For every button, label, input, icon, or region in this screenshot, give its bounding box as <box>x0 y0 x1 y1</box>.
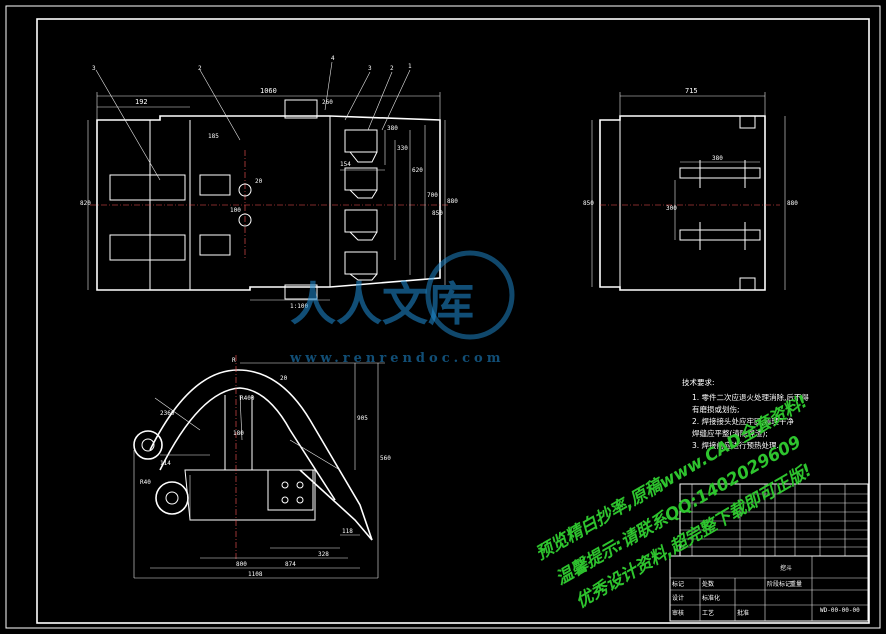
watermark: 人人文库 www.renrendoc.com 预览精白抄率,原稿www.CAD全… <box>289 250 816 612</box>
dim-880: 880 <box>447 198 458 205</box>
watermark-brand: 人人文库 <box>290 277 474 331</box>
promo-note-2: 温馨提示:请联系QQ:1402029609 <box>553 432 805 589</box>
dim-100: 100 <box>230 207 241 214</box>
arm-dim-1108: 1108 <box>248 571 263 578</box>
tech-req-3: 3. 焊接前应进行预热处理. <box>692 440 779 450</box>
tb-label-approve: 批准 <box>737 609 749 617</box>
balloon-4: 4 <box>331 55 335 62</box>
arm-dim-874: 874 <box>285 561 296 568</box>
balloon-3b: 3 <box>368 65 372 72</box>
tb-label-mark: 标记 <box>672 580 684 588</box>
tech-req-1b: 有磨损或划伤; <box>692 404 740 414</box>
dim-20: 20 <box>255 178 263 185</box>
outer-frame <box>5 5 881 629</box>
title-block: 挖斗 WD-00-00-00 标记 处数 设计 标准化 阶段标记 重量 审核 工… <box>669 483 869 622</box>
side-dim-850: 850 <box>583 200 594 207</box>
arm-dim-20: 20 <box>280 375 288 382</box>
title-block-title: 挖斗 <box>780 564 792 572</box>
arm-dim-328: 328 <box>318 551 329 558</box>
tech-req-1: 1. 零件二次应退火处理消除,后不得 <box>692 392 809 402</box>
title-block-drawing-no: WD-00-00-00 <box>820 607 860 614</box>
dim-700: 700 <box>427 192 438 199</box>
drawing-border <box>36 18 870 624</box>
arm-dim-r: R <box>232 357 236 364</box>
tech-req-2: 2. 焊接接头处应牢固,清理干净 <box>692 416 794 426</box>
arm-dim-118: 118 <box>342 528 353 535</box>
dim-1-100: 1:100 <box>290 303 308 310</box>
balloon-3: 3 <box>92 65 96 72</box>
dim-850: 850 <box>432 210 443 217</box>
tb-label-design: 设计 <box>672 594 684 602</box>
balloon-2: 2 <box>198 65 202 72</box>
tb-label-process: 工艺 <box>702 609 714 617</box>
arm-dim-r400: R400 <box>240 395 255 402</box>
side-dim-380: 380 <box>712 155 723 162</box>
dim-185: 185 <box>208 133 219 140</box>
dim-820: 820 <box>80 200 91 207</box>
arm-dim-2360: 2360 <box>160 410 175 417</box>
arm-dim-800: 800 <box>236 561 247 568</box>
side-view: 715 850 880 380 300 <box>583 87 798 291</box>
tb-label-review: 审核 <box>672 609 684 617</box>
tb-label-standard: 标准化 <box>702 594 720 602</box>
watermark-url: www.renrendoc.com <box>289 351 504 366</box>
side-dim-300: 300 <box>666 205 677 212</box>
front-view: 1060 192 260 185 20 154 620 700 880 330 … <box>80 55 458 310</box>
dim-154: 154 <box>340 161 351 168</box>
dim-192: 192 <box>135 98 148 106</box>
technical-requirements: 技术要求: 1. 零件二次应退火处理消除,后不得 有磨损或划伤; 2. 焊接接头… <box>682 377 809 450</box>
arm-dim-180: 180 <box>233 430 244 437</box>
arm-dim-560: 560 <box>380 455 391 462</box>
balloon-2b: 2 <box>390 65 394 72</box>
side-dim-880: 880 <box>787 200 798 207</box>
tb-label-count: 处数 <box>702 580 714 588</box>
dim-260: 260 <box>322 99 333 106</box>
arm-dim-114: 114 <box>160 460 171 467</box>
arm-dim-r40: R40 <box>140 479 151 486</box>
dim-380: 380 <box>387 125 398 132</box>
arm-dim-905: 905 <box>357 415 368 422</box>
promo-note-3: 优秀设计资料,超完整下载即可正版! <box>573 460 816 612</box>
tech-req-2b: 焊缝应平整(清除焊渣); <box>692 428 768 438</box>
tech-req-title: 技术要求: <box>682 377 715 387</box>
arm-view: R 2360 180 20 R40 905 560 114 R400 1108 … <box>133 355 391 579</box>
dim-330: 330 <box>397 145 408 152</box>
side-dim-715: 715 <box>685 87 698 95</box>
dim-620: 620 <box>412 167 423 174</box>
tb-label-weight: 重量 <box>790 580 802 588</box>
tb-label-stage: 阶段标记 <box>767 580 791 588</box>
balloon-1: 1 <box>408 63 412 70</box>
dim-1060: 1060 <box>260 87 277 95</box>
